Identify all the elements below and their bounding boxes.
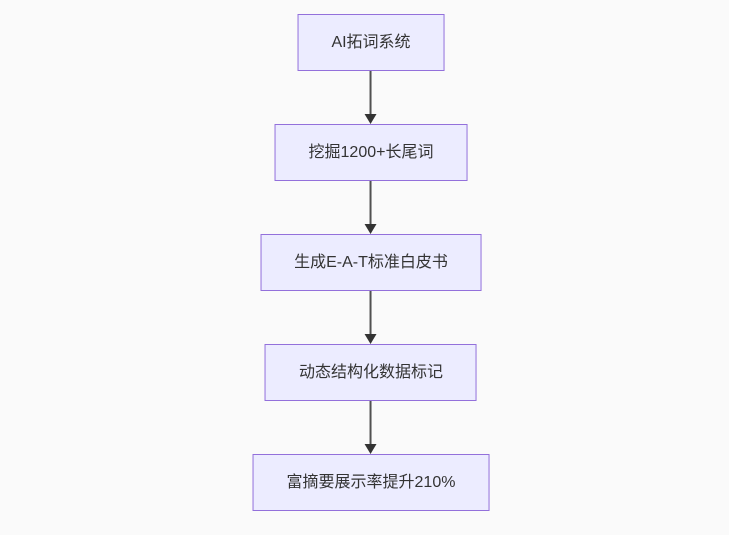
arrow-line (370, 181, 372, 224)
arrow-down-icon (365, 114, 377, 124)
arrow-line (370, 401, 372, 444)
arrow-line (370, 71, 372, 114)
flowchart: AI拓词系统 挖掘1200+长尾词 生成E-A-T标准白皮书 动态结构化数据标记 (252, 14, 490, 511)
arrow-line (370, 291, 372, 334)
node-dynamic-structured-data-markup: 动态结构化数据标记 (264, 344, 477, 401)
node-ai-keyword-expansion-system: AI拓词系统 (297, 14, 445, 71)
node-longtail-keyword-mining: 挖掘1200+长尾词 (274, 124, 468, 181)
node-label: 动态结构化数据标记 (298, 363, 443, 381)
edge-c-to-d (365, 291, 377, 344)
arrow-down-icon (365, 334, 377, 344)
edge-d-to-e (365, 401, 377, 454)
node-rich-snippet-rate-increase: 富摘要展示率提升210% (252, 454, 490, 511)
node-label: 挖掘1200+长尾词 (308, 143, 434, 161)
edge-a-to-b (365, 71, 377, 124)
node-label: 生成E-A-T标准白皮书 (294, 253, 448, 271)
edge-b-to-c (365, 181, 377, 234)
arrow-down-icon (365, 444, 377, 454)
node-label: 富摘要展示率提升210% (286, 473, 456, 491)
node-label: AI拓词系统 (331, 33, 411, 51)
node-eat-standard-whitepaper: 生成E-A-T标准白皮书 (260, 234, 482, 291)
arrow-down-icon (365, 224, 377, 234)
